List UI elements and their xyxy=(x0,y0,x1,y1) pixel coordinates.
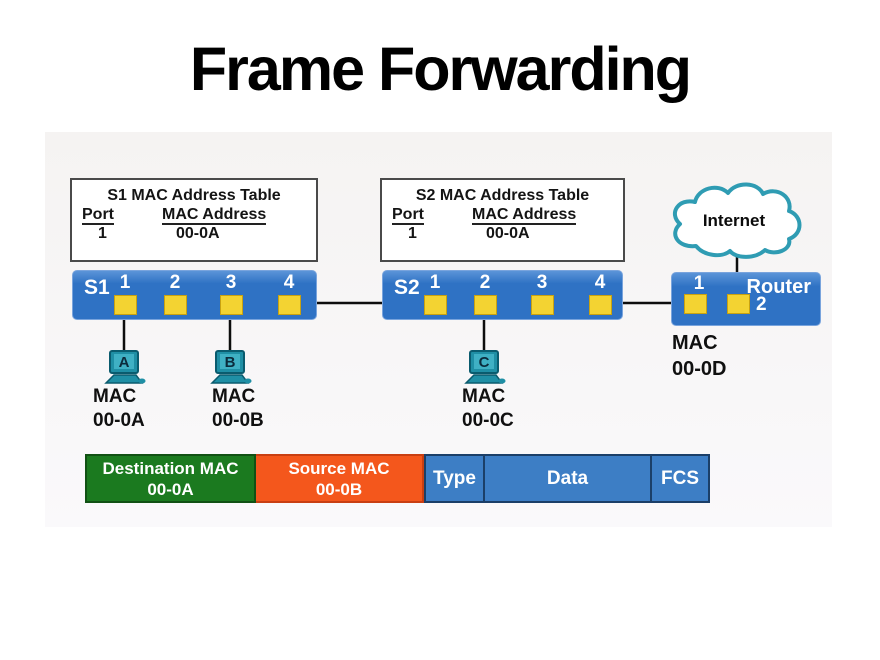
router-port-1-connector xyxy=(684,294,707,314)
mac-value: 00-0A xyxy=(176,225,220,242)
s1-mac-address-table: S1 MAC Address Table Port MAC Address 1 … xyxy=(70,178,318,262)
port-connector xyxy=(588,295,612,315)
host-c-computer-icon: C xyxy=(464,350,506,384)
ethernet-frame: Destination MAC 00-0A Source MAC 00-0B T… xyxy=(85,454,710,503)
port-connector xyxy=(530,295,554,315)
host-a-computer-icon: A xyxy=(104,350,146,384)
port-value: 1 xyxy=(408,225,417,242)
router-port-2-label: 2 xyxy=(756,294,767,315)
svg-text:A: A xyxy=(119,354,130,371)
s2-port-2: 2 xyxy=(472,273,498,315)
port-connector xyxy=(473,295,497,315)
router-name: Router xyxy=(746,276,811,298)
column-port: Port xyxy=(82,206,114,225)
internet-cloud-icon xyxy=(673,182,802,259)
column-mac-address: MAC Address xyxy=(162,206,267,225)
table-row: 1 00-0A xyxy=(72,225,316,243)
table-title: S2 MAC Address Table xyxy=(415,187,590,204)
column-port: Port xyxy=(392,206,424,225)
host-b-computer-icon: B xyxy=(210,350,252,384)
host-c-mac-label: MAC 00-0C xyxy=(462,386,514,431)
frame-data: Data xyxy=(485,454,652,503)
s2-port-3: 3 xyxy=(529,273,555,315)
switch-name: S1 xyxy=(84,276,110,299)
frame-fcs: FCS xyxy=(652,454,710,503)
port-connector xyxy=(113,295,137,315)
router-mac-label: MAC 00-0D xyxy=(672,332,727,380)
column-mac-address: MAC Address xyxy=(472,206,577,225)
port-connector xyxy=(423,295,447,315)
s2-port-4: 4 xyxy=(587,273,613,315)
s1-port-4: 4 xyxy=(276,273,302,315)
switch-s2: S2 1 2 3 4 xyxy=(382,270,623,320)
router-port-2-connector xyxy=(727,294,750,314)
internet-label: Internet xyxy=(702,211,766,230)
s1-port-3: 3 xyxy=(218,273,244,315)
mac-value: 00-0A xyxy=(486,225,530,242)
table-header-row: Port MAC Address xyxy=(72,206,316,225)
frame-destination-mac: Destination MAC 00-0A xyxy=(85,454,256,503)
port-connector xyxy=(277,295,301,315)
host-b-mac-label: MAC 00-0B xyxy=(212,386,264,431)
router: Router 1 2 xyxy=(671,272,821,326)
svg-text:C: C xyxy=(479,354,490,371)
svg-text:B: B xyxy=(225,354,236,371)
page-title: Frame Forwarding xyxy=(189,35,692,103)
port-connector xyxy=(163,295,187,315)
port-value: 1 xyxy=(98,225,107,242)
s1-port-1: 1 xyxy=(112,273,138,315)
table-title: S1 MAC Address Table xyxy=(107,187,281,204)
switch-s1: S1 1 2 3 4 xyxy=(72,270,317,320)
s1-port-2: 2 xyxy=(162,273,188,315)
router-port-1-label: 1 xyxy=(693,273,705,294)
frame-type: Type xyxy=(424,454,485,503)
switch-name: S2 xyxy=(394,276,420,299)
table-row: 1 00-0A xyxy=(382,225,623,243)
host-a-mac-label: MAC 00-0A xyxy=(93,386,145,431)
s2-port-1: 1 xyxy=(422,273,448,315)
table-header-row: Port MAC Address xyxy=(382,206,623,225)
frame-source-mac: Source MAC 00-0B xyxy=(256,454,424,503)
port-connector xyxy=(219,295,243,315)
s2-mac-address-table: S2 MAC Address Table Port MAC Address 1 … xyxy=(380,178,625,262)
